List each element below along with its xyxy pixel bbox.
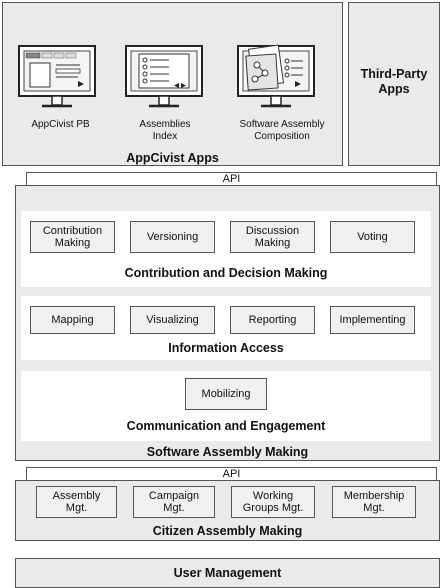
citizen-assembly-making-title: Citizen Assembly Making — [152, 524, 303, 538]
reporting-box: Reporting — [230, 306, 315, 334]
api-bar-bottom: API — [26, 467, 437, 481]
app-label-appcivist-pb: AppCivist PB — [31, 119, 90, 130]
communication-engagement-title: Communication and Engagement — [126, 419, 326, 433]
appcivist-apps-title: AppCivist Apps — [126, 151, 219, 165]
information-access-section: Mapping Visualizing Reporting Implementi… — [21, 296, 431, 360]
software-assembly-making-panel: Contribution Making Versioning Discussio… — [15, 185, 440, 461]
appcivist-pb-screen-icon — [18, 45, 96, 108]
contribution-decision-section: Contribution Making Versioning Discussio… — [21, 211, 431, 287]
contribution-decision-title: Contribution and Decision Making — [124, 266, 328, 280]
assembly-mgt-box: Assembly Mgt. — [36, 486, 117, 518]
assemblies-index-screen-icon — [125, 45, 203, 108]
third-party-apps-panel: Third-Party Apps — [348, 2, 440, 166]
software-assembly-making-title: Software Assembly Making — [146, 445, 309, 459]
information-access-title: Information Access — [168, 341, 284, 355]
contribution-making-box: Contribution Making — [30, 221, 115, 253]
mapping-box: Mapping — [30, 306, 115, 334]
api-bar-top: API — [26, 172, 437, 186]
mobilizing-box: Mobilizing — [185, 378, 267, 410]
working-groups-mgt-box: Working Groups Mgt. — [231, 486, 315, 518]
software-assembly-composition-screen-icon — [237, 44, 315, 108]
app-label-software-assembly-composition: Software Assembly Composition — [239, 119, 325, 142]
app-label-assemblies-index: Assemblies Index — [139, 119, 191, 142]
user-management-panel: User Management — [15, 558, 440, 588]
user-management-title: User Management — [173, 566, 282, 580]
membership-mgt-box: Membership Mgt. — [332, 486, 416, 518]
citizen-assembly-making-panel: Assembly Mgt. Campaign Mgt. Working Grou… — [15, 480, 440, 541]
campaign-mgt-box: Campaign Mgt. — [133, 486, 215, 518]
communication-engagement-section: Mobilizing Communication and Engagement — [21, 371, 431, 441]
discussion-making-box: Discussion Making — [230, 221, 315, 253]
voting-box: Voting — [330, 221, 415, 253]
appcivist-apps-panel: AppCivist PB Assemblies Index — [2, 2, 343, 166]
versioning-box: Versioning — [130, 221, 215, 253]
visualizing-box: Visualizing — [130, 306, 215, 334]
implementing-box: Implementing — [330, 306, 415, 334]
third-party-apps-label: Third-Party Apps — [360, 67, 428, 96]
